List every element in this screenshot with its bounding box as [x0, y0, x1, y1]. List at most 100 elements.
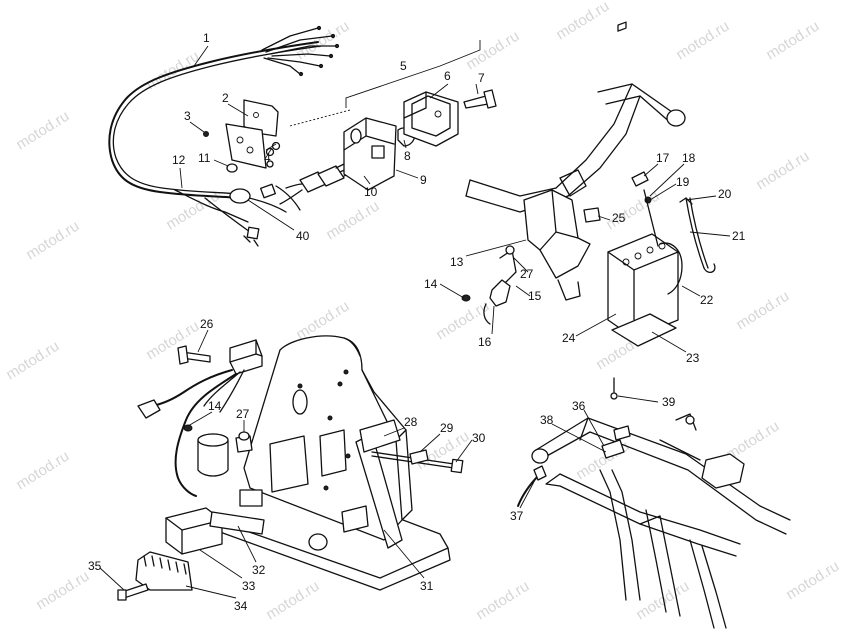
callout-27: 27: [520, 267, 534, 281]
callout-33: 33: [242, 579, 256, 593]
callout-35: 35: [88, 559, 102, 573]
callout-9: 9: [420, 173, 427, 187]
callout-13: 13: [450, 255, 464, 269]
component-box: [701, 453, 745, 489]
battery-strap: [685, 197, 705, 269]
watermark: motod.ru: [23, 218, 82, 264]
rear-frame-upper: [535, 417, 791, 521]
electrical-panel-assembly: [117, 335, 464, 601]
panel-cutout: [341, 505, 369, 533]
rear-frame-assembly: [517, 377, 791, 629]
callout-12: 12: [172, 153, 186, 167]
callout-21: 21: [732, 229, 746, 243]
battery-frame-assembly: [461, 21, 716, 347]
callout-22: 22: [700, 293, 714, 307]
mounting-plate: [209, 511, 265, 535]
callout-19: 19: [676, 175, 690, 189]
watermark: motod.ru: [473, 578, 532, 624]
tail-light-bracket: [225, 123, 267, 169]
vent-tube: [659, 242, 683, 295]
assembly-bracket-5: [345, 40, 481, 108]
watermark: motod.ru: [733, 288, 792, 334]
callout-32: 32: [252, 563, 266, 577]
callout-20: 20: [718, 187, 732, 201]
wiring-harness-main: [108, 41, 319, 199]
watermark: motod.ru: [463, 28, 522, 74]
callout-14-panel: 14: [208, 399, 222, 413]
callout-3: 3: [184, 109, 191, 123]
callout-28: 28: [404, 415, 418, 429]
panel-hole: [308, 533, 328, 551]
callout-26: 26: [200, 317, 214, 331]
callout-10: 10: [364, 185, 378, 199]
callout-37: 37: [510, 509, 524, 523]
battery: [607, 233, 679, 339]
plate: [583, 207, 601, 223]
callout-11: 11: [198, 151, 211, 165]
leader-lines: [99, 45, 731, 599]
watermark: motod.ru: [783, 558, 842, 604]
battery-bracket: [523, 189, 591, 279]
wire-loom: [517, 473, 541, 507]
battery-pad: [611, 313, 677, 347]
screw: [463, 95, 489, 109]
callout-27-panel: 27: [236, 407, 250, 421]
callout-15: 15: [528, 289, 542, 303]
callout-17: 17: [656, 151, 670, 165]
callout-30: 30: [472, 431, 486, 445]
callout-24: 24: [562, 331, 576, 345]
callout-7: 7: [478, 71, 485, 85]
callout-31: 31: [420, 579, 434, 593]
callout-36: 36: [572, 399, 586, 413]
callout-4: 4: [264, 151, 271, 165]
bracket: [359, 419, 401, 453]
wiring-harness-outline: [112, 45, 322, 195]
callout-8: 8: [404, 149, 411, 163]
callout-18: 18: [682, 151, 696, 165]
callout-2: 2: [222, 91, 229, 105]
wiring-harness-assembly: [108, 25, 497, 247]
callout-39: 39: [662, 395, 676, 409]
regulator-cover: [135, 551, 193, 591]
watermark: motod.ru: [553, 0, 612, 43]
callout-40: 40: [296, 229, 310, 243]
nut: [461, 294, 471, 302]
nut: [226, 163, 238, 173]
mounting-tab: [601, 439, 625, 459]
watermark: motod.ru: [263, 578, 322, 624]
watermark: motod.ru: [33, 568, 92, 614]
bolt: [610, 392, 618, 400]
cdi-wire: [151, 369, 233, 407]
watermark: motod.ru: [763, 18, 822, 64]
nut: [238, 431, 250, 441]
watermark: motod.ru: [753, 148, 812, 194]
callout-6: 6: [444, 69, 451, 83]
nut: [183, 424, 193, 432]
callout-25: 25: [612, 211, 626, 225]
washer: [203, 131, 209, 137]
callout-1: 1: [203, 31, 210, 45]
tail-lamp-housing: [343, 117, 397, 191]
watermark: motod.ru: [633, 578, 692, 624]
watermark: motod.ru: [673, 18, 732, 64]
watermark: motod.ru: [3, 338, 62, 384]
panel-cutout: [269, 435, 309, 493]
callout-14: 14: [424, 277, 438, 291]
watermark: motod.ru: [13, 448, 72, 494]
callout-5: 5: [400, 59, 407, 73]
clip: [489, 279, 511, 307]
bracket-plate: [243, 99, 279, 137]
connector: [137, 399, 161, 419]
callout-34: 34: [234, 599, 248, 613]
callout-labels: 1 2 3 4 5 6 7 8 9 10 11 12 13 14 15 16 1…: [88, 31, 746, 613]
callout-29: 29: [440, 421, 454, 435]
panel-hole: [292, 389, 308, 415]
voltage-regulator: [165, 507, 223, 555]
watermark: motod.ru: [13, 108, 72, 154]
terminal-connector: [246, 226, 260, 240]
callout-16: 16: [478, 335, 492, 349]
callout-38: 38: [540, 413, 554, 427]
grommet: [229, 188, 251, 204]
